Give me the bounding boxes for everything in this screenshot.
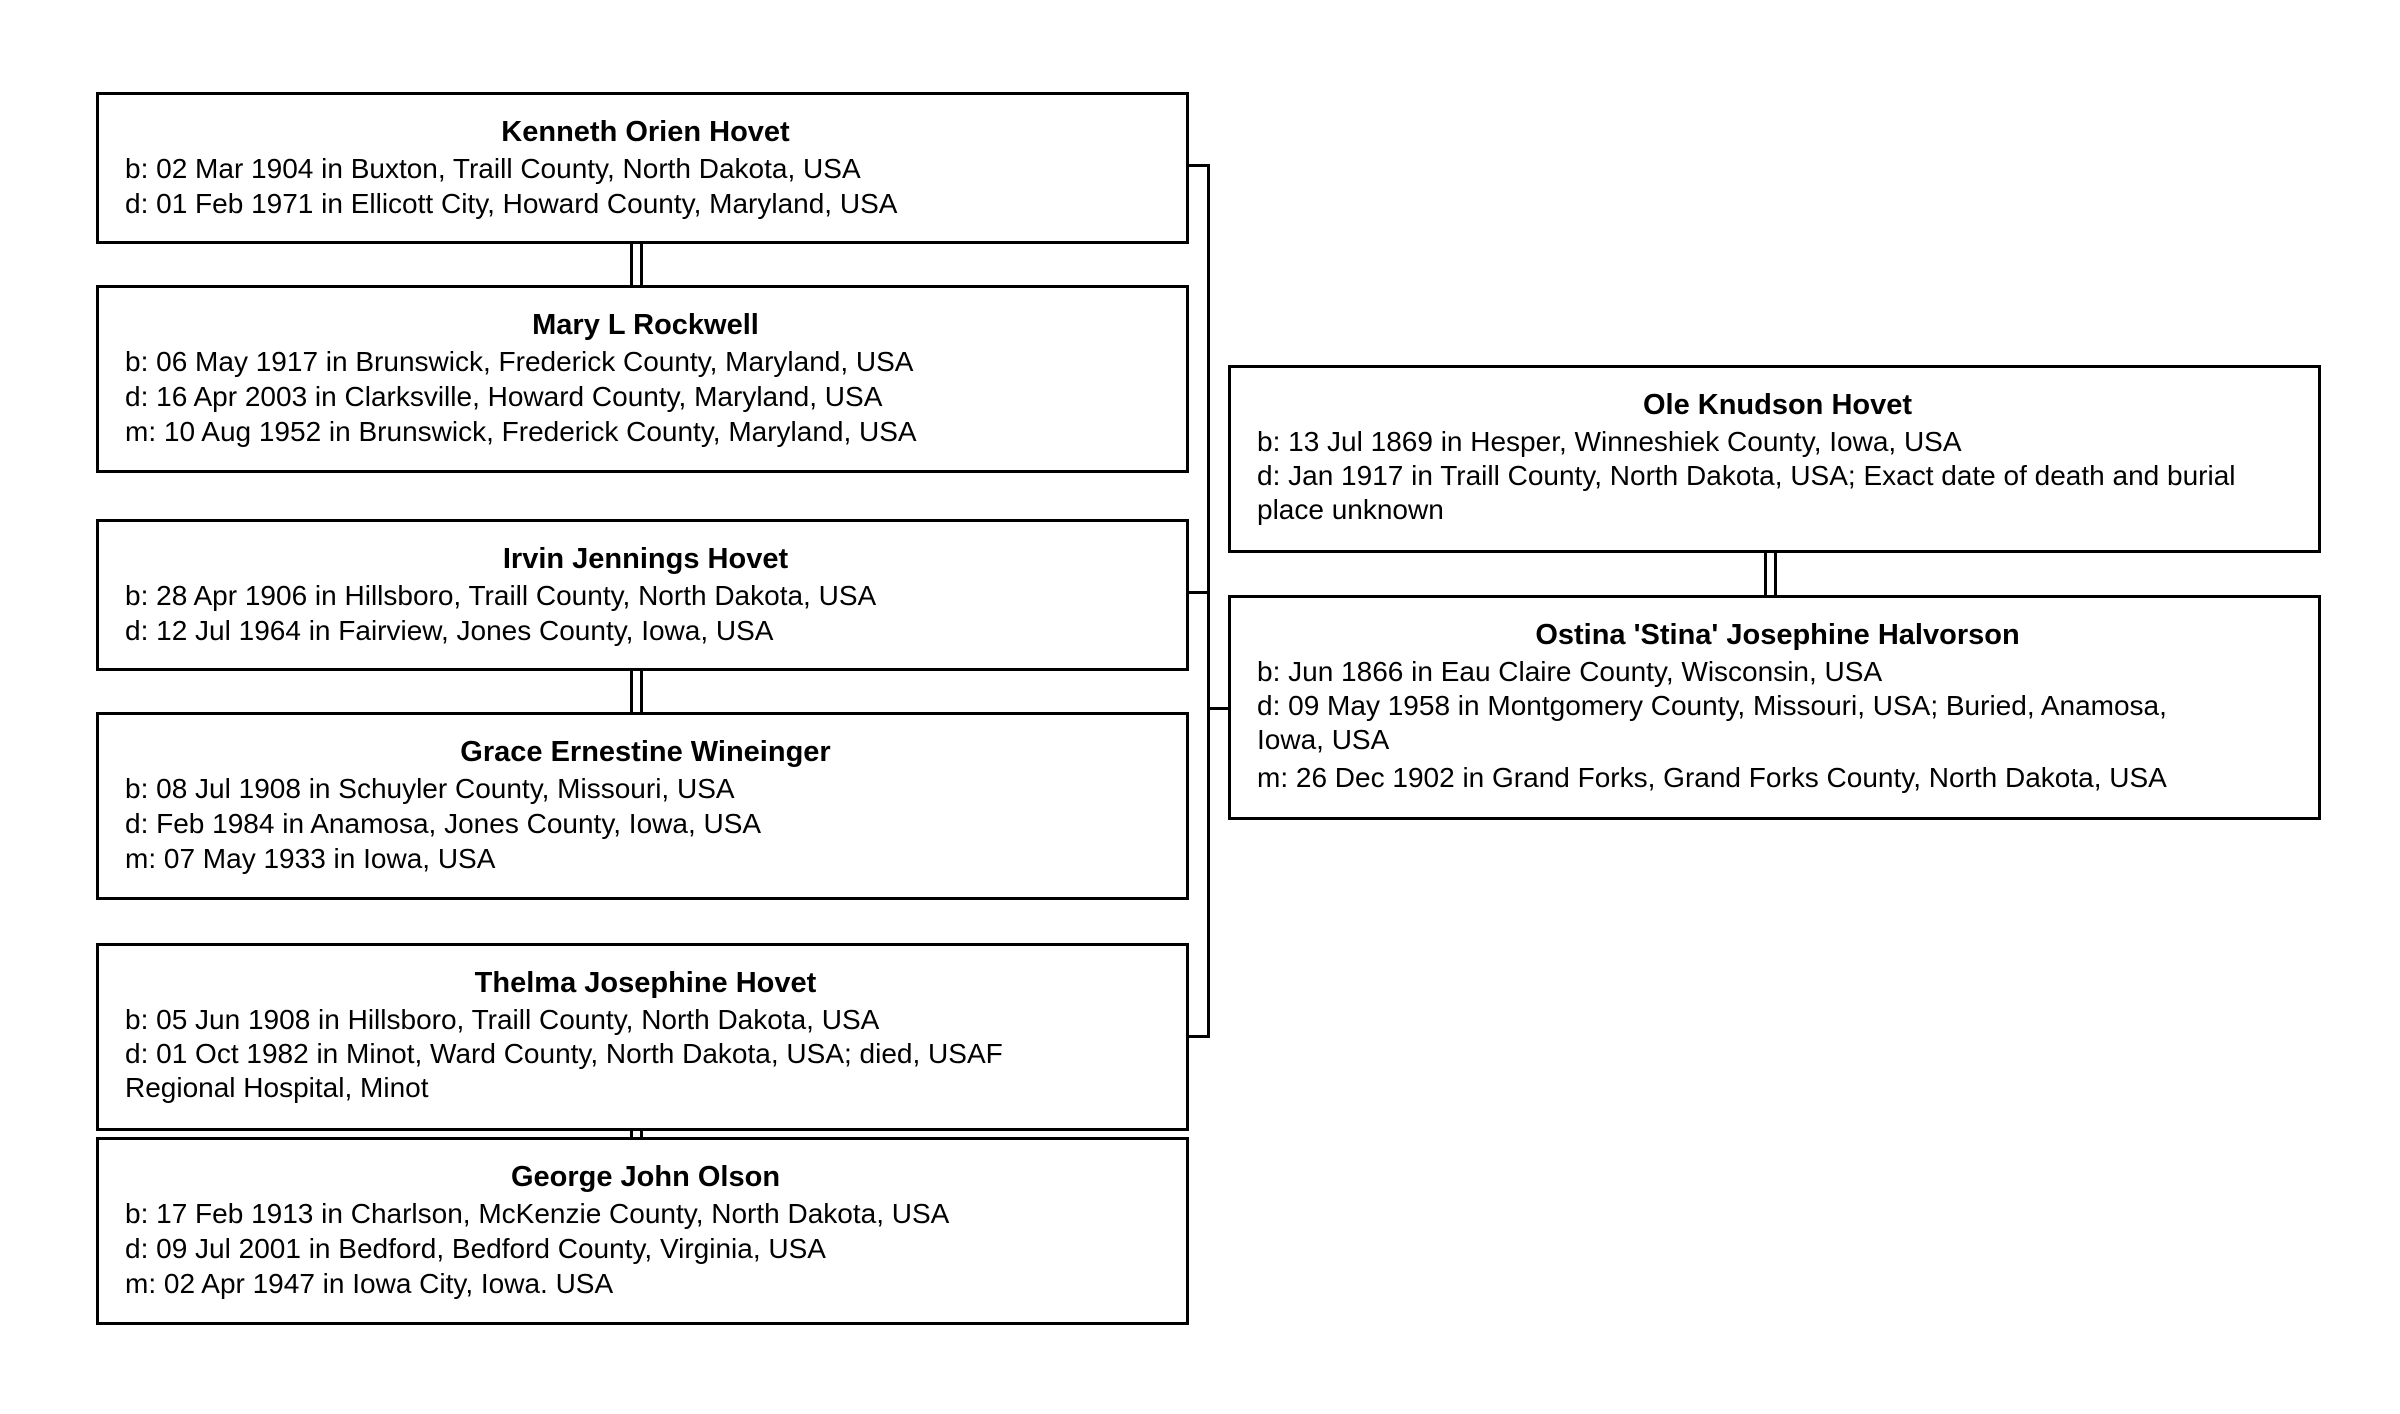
marriage-connector-line bbox=[630, 242, 633, 287]
death-info: d: Jan 1917 in Traill County, North Dako… bbox=[1257, 460, 2236, 525]
marriage-info: m: 26 Dec 1902 in Grand Forks, Grand For… bbox=[1257, 762, 2167, 793]
marriage-info: m: 07 May 1933 in Iowa, USA bbox=[125, 843, 496, 874]
birth-info: b: 08 Jul 1908 in Schuyler County, Misso… bbox=[125, 773, 735, 804]
person-name: Ostina 'Stina' Josephine Halvorson bbox=[1535, 619, 2020, 651]
death-info: d: 01 Feb 1971 in Ellicott City, Howard … bbox=[125, 188, 898, 219]
death-info: d: 12 Jul 1964 in Fairview, Jones County… bbox=[125, 615, 774, 646]
mother-box-ostina: Ostina 'Stina' Josephine Halvorson b: Ju… bbox=[1228, 595, 2321, 820]
marriage-info: m: 02 Apr 1947 in Iowa City, Iowa. USA bbox=[125, 1268, 614, 1299]
birth-info: b: 06 May 1917 in Brunswick, Frederick C… bbox=[125, 346, 914, 377]
spouse-box-grace: Grace Ernestine Wineinger b: 08 Jul 1908… bbox=[96, 712, 1189, 900]
person-name: Thelma Josephine Hovet bbox=[474, 967, 817, 999]
person-box-kenneth: Kenneth Orien Hovet b: 02 Mar 1904 in Bu… bbox=[96, 92, 1189, 244]
person-name: Ole Knudson Hovet bbox=[1642, 389, 1913, 421]
birth-info: b: 02 Mar 1904 in Buxton, Traill County,… bbox=[125, 153, 861, 184]
birth-info: b: Jun 1866 in Eau Claire County, Wiscon… bbox=[1257, 656, 1883, 687]
spouse-box-mary: Mary L Rockwell b: 06 May 1917 in Brunsw… bbox=[96, 285, 1189, 473]
marriage-connector-line bbox=[1764, 551, 1767, 596]
marriage-connector-line bbox=[640, 669, 643, 714]
birth-info: b: 28 Apr 1906 in Hillsboro, Traill Coun… bbox=[125, 580, 877, 611]
death-info: d: 16 Apr 2003 in Clarksville, Howard Co… bbox=[125, 381, 883, 412]
marriage-connector-line bbox=[630, 1129, 633, 1142]
sibling-branch-line bbox=[1186, 591, 1210, 594]
sibling-bracket-line bbox=[1207, 164, 1210, 1038]
death-info: d: 09 Jul 2001 in Bedford, Bedford Count… bbox=[125, 1233, 826, 1264]
marriage-connector-line bbox=[640, 242, 643, 287]
person-name: Irvin Jennings Hovet bbox=[502, 543, 789, 575]
death-info: d: 09 May 1958 in Montgomery County, Mis… bbox=[1257, 690, 2167, 755]
birth-info: b: 13 Jul 1869 in Hesper, Winneshiek Cou… bbox=[1257, 426, 1962, 457]
death-info: d: Feb 1984 in Anamosa, Jones County, Io… bbox=[125, 808, 762, 839]
birth-info: b: 05 Jun 1908 in Hillsboro, Traill Coun… bbox=[125, 1004, 880, 1035]
person-name: Kenneth Orien Hovet bbox=[501, 116, 790, 148]
father-box-ole: Ole Knudson Hovet b: 13 Jul 1869 in Hesp… bbox=[1228, 365, 2321, 553]
marriage-info: m: 10 Aug 1952 in Brunswick, Frederick C… bbox=[125, 416, 917, 447]
parent-link-line bbox=[1207, 707, 1228, 710]
sibling-branch-line bbox=[1186, 1035, 1210, 1038]
birth-info: b: 17 Feb 1913 in Charlson, McKenzie Cou… bbox=[125, 1198, 950, 1229]
person-name: George John Olson bbox=[510, 1161, 781, 1193]
person-name: Grace Ernestine Wineinger bbox=[460, 736, 831, 768]
person-box-irvin: Irvin Jennings Hovet b: 28 Apr 1906 in H… bbox=[96, 519, 1189, 671]
person-name: Mary L Rockwell bbox=[532, 309, 759, 341]
spouse-box-george: George John Olson b: 17 Feb 1913 in Char… bbox=[96, 1137, 1189, 1325]
sibling-branch-line bbox=[1186, 164, 1210, 167]
person-box-thelma: Thelma Josephine Hovet b: 05 Jun 1908 in… bbox=[96, 943, 1189, 1131]
death-info: d: 01 Oct 1982 in Minot, Ward County, No… bbox=[125, 1038, 1003, 1103]
marriage-connector-line bbox=[630, 669, 633, 714]
marriage-connector-line bbox=[1774, 551, 1777, 596]
marriage-connector-line bbox=[640, 1129, 643, 1142]
